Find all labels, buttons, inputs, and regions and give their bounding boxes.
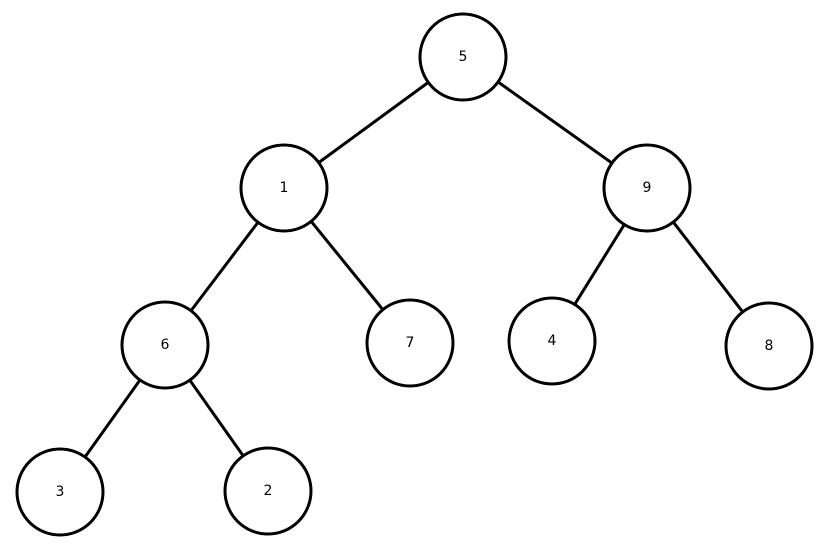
- tree-nodes: 5 1 9 6 7 4 8 3 2: [15, 12, 814, 537]
- node-label: 2: [264, 483, 273, 499]
- tree-node: 8: [724, 301, 814, 391]
- node-label: 4: [548, 333, 557, 349]
- tree-node: 4: [507, 296, 597, 386]
- tree-node: 2: [223, 446, 313, 536]
- node-label: 1: [280, 180, 289, 196]
- node-label: 9: [643, 180, 652, 196]
- node-circle: [365, 298, 455, 388]
- tree-edge: [309, 219, 385, 312]
- tree-node: 6: [120, 300, 210, 390]
- node-circle: [602, 143, 692, 233]
- tree-edge: [573, 223, 626, 306]
- node-label: 5: [459, 49, 468, 65]
- node-label: 8: [765, 338, 774, 354]
- node-circle: [15, 447, 105, 537]
- tree-edge: [188, 378, 245, 458]
- node-circle: [418, 12, 508, 102]
- tree-edge: [496, 80, 614, 165]
- tree-node: 1: [239, 143, 329, 233]
- node-label: 7: [406, 335, 415, 351]
- tree-node: 3: [15, 447, 105, 537]
- tree-edge: [671, 220, 745, 314]
- tree-edges: [83, 80, 745, 459]
- node-circle: [120, 300, 210, 390]
- tree-node: 7: [365, 298, 455, 388]
- node-circle: [223, 446, 313, 536]
- node-circle: [724, 301, 814, 391]
- node-label: 3: [56, 484, 65, 500]
- node-label: 6: [161, 337, 170, 353]
- node-circle: [507, 296, 597, 386]
- tree-node: 5: [418, 12, 508, 102]
- tree-edge: [317, 80, 430, 165]
- tree-node: 9: [602, 143, 692, 233]
- tree-edge: [83, 378, 142, 459]
- tree-edge: [189, 220, 260, 313]
- node-circle: [239, 143, 329, 233]
